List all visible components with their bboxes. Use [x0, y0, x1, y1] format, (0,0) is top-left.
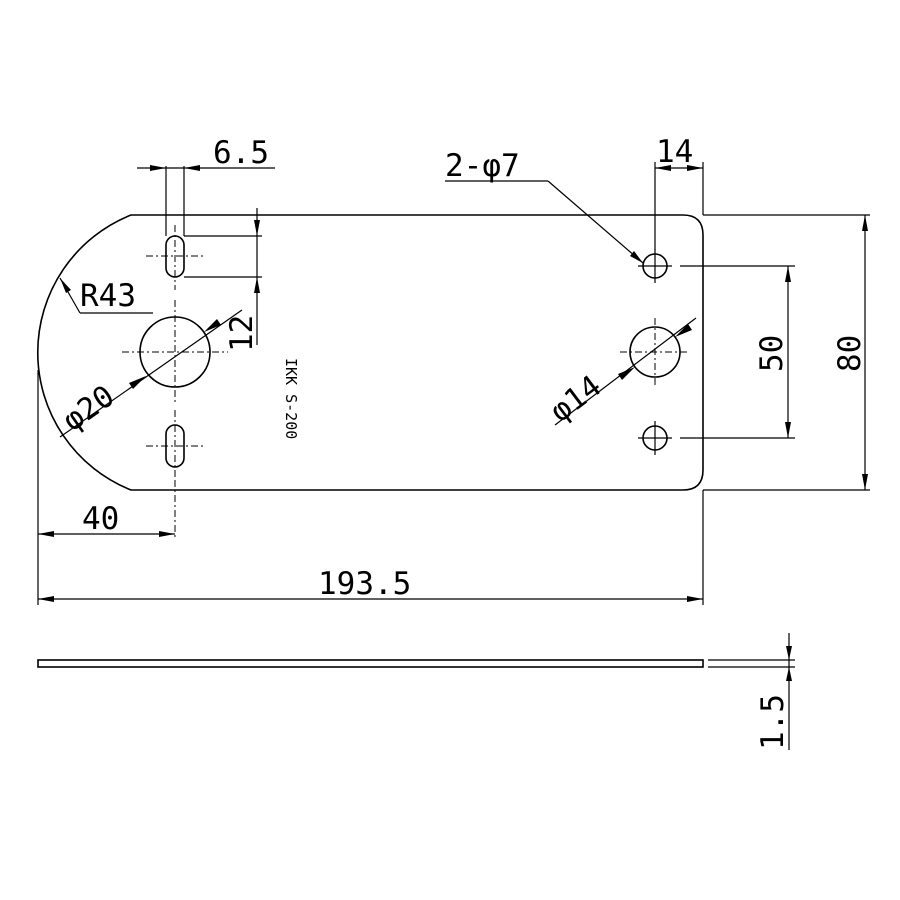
dim-hole-edge-offset-label: 14: [656, 134, 693, 170]
dim-6-5-arrow-left: [150, 165, 166, 171]
dim-14-arrow-right: [687, 165, 703, 171]
dim-40-arrow-right: [159, 531, 175, 537]
dim-2phi7-arrow: [630, 251, 643, 263]
dim-phi14-arrow-b: [675, 324, 692, 337]
dim-phi14-arrow-a: [618, 367, 635, 380]
dim-14-arrow-left: [655, 165, 671, 171]
dim-12-arrow-bottom: [254, 277, 260, 293]
dim-thickness-arrow-top: [786, 646, 792, 660]
dim-phi20-arrow-b: [204, 319, 221, 332]
dim-12-arrow-top: [254, 220, 260, 236]
dim-6-5-arrow-right: [184, 165, 200, 171]
part-marking-text: IKK S-200: [282, 358, 300, 439]
dim-hole-spacing-label: 50: [754, 335, 790, 372]
dim-slot-length-label: 12: [224, 315, 260, 352]
dim-large-hole-right-label: φ14: [544, 369, 608, 430]
dim-overall-length-label: 193.5: [318, 566, 411, 602]
dim-2phi7-leader: [547, 180, 644, 264]
dim-phi20-line: [59, 309, 243, 438]
dim-radius-label: R43: [80, 278, 136, 314]
side-view-plate: [37, 659, 704, 668]
dim-large-hole-left-label: φ20: [57, 379, 121, 439]
dim-80-arrow-top: [862, 215, 868, 231]
dim-50-arrow-top: [785, 266, 791, 282]
dim-thickness-arrow-bottom: [786, 667, 792, 681]
dim-193-arrow-left: [38, 596, 54, 602]
dim-slot-width-label: 6.5: [213, 135, 269, 171]
dim-center-offset-label: 40: [82, 501, 119, 537]
dim-50-arrow-bottom: [785, 422, 791, 438]
dim-thickness-label: 1.5: [755, 694, 791, 750]
dim-40-arrow-left: [38, 531, 54, 537]
dim-r43-arrow: [60, 278, 71, 293]
dim-193-arrow-right: [687, 596, 703, 602]
plate-outline: [37, 214, 704, 491]
dim-phi20-arrow-a: [129, 376, 146, 389]
dim-80-arrow-bottom: [862, 474, 868, 490]
dim-plate-height-label: 80: [832, 335, 868, 372]
dim-hole-spec-label: 2-φ7: [445, 148, 520, 184]
